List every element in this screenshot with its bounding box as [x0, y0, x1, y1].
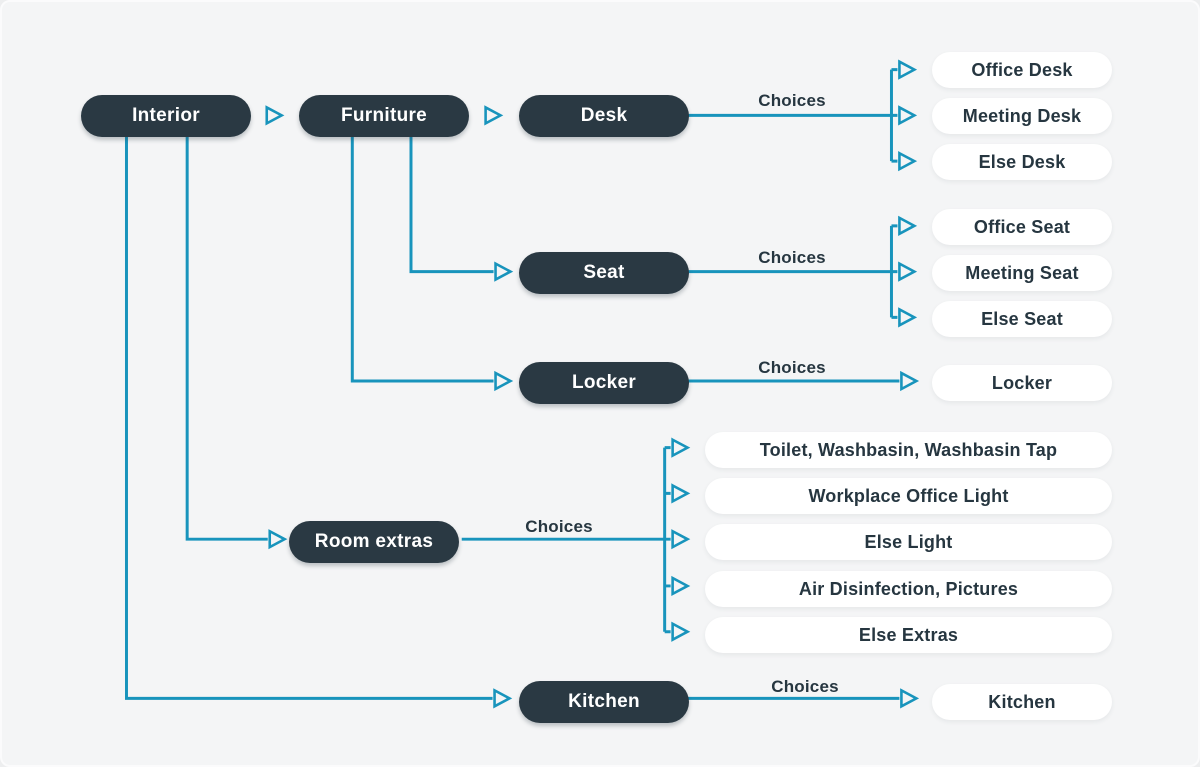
- node-locker: Locker: [519, 362, 689, 404]
- arrow-right-icon: [898, 261, 918, 282]
- choice-pill-office-desk: Office Desk: [932, 52, 1112, 88]
- arrow-right-icon: [265, 105, 285, 126]
- choice-pill-kitchen: Kitchen: [932, 684, 1112, 720]
- choice-pill-meeting-seat: Meeting Seat: [932, 255, 1112, 291]
- connector-interior-kitchen: [124, 135, 493, 700]
- choice-pill-air-disinfection-pictures: Air Disinfection, Pictures: [705, 571, 1112, 607]
- arrow-right-icon: [900, 688, 920, 709]
- node-kitchen: Kitchen: [519, 681, 689, 723]
- arrow-right-icon: [671, 437, 691, 458]
- arrow-right-icon: [898, 307, 918, 328]
- arrow-right-icon: [898, 151, 918, 172]
- arrow-right-icon: [900, 370, 920, 392]
- connector-seat-choices: [686, 224, 898, 319]
- choices-label-kitchen: Choices: [771, 677, 839, 696]
- connector-furniture-seat: [409, 135, 494, 274]
- choices-label-locker: Choices: [758, 358, 826, 377]
- arrow-right-icon: [898, 105, 918, 126]
- arrow-right-icon: [898, 59, 918, 80]
- arrow-right-icon: [268, 529, 288, 550]
- arrow-right-icon: [898, 215, 918, 236]
- connector-interior-room-extras: [185, 135, 268, 541]
- choices-label-desk: Choices: [758, 91, 826, 110]
- choices-label-seat: Choices: [758, 248, 826, 267]
- arrow-right-icon: [671, 483, 691, 504]
- arrow-right-icon: [494, 370, 514, 392]
- arrow-right-icon: [671, 575, 691, 597]
- choice-pill-workplace-office-light: Workplace Office Light: [705, 478, 1112, 514]
- arrow-right-icon: [671, 621, 691, 642]
- choice-pill-else-desk: Else Desk: [932, 144, 1112, 180]
- choice-pill-else-extras: Else Extras: [705, 617, 1112, 653]
- node-seat: Seat: [519, 252, 689, 294]
- node-interior: Interior: [81, 95, 251, 137]
- node-room-extras: Room extras: [289, 521, 459, 563]
- choice-pill-toilet-washbasin: Toilet, Washbasin, Washbasin Tap: [705, 432, 1112, 468]
- connector-desk-choices: [686, 68, 898, 163]
- choice-pill-locker: Locker: [932, 365, 1112, 401]
- choice-pill-meeting-desk: Meeting Desk: [932, 98, 1112, 134]
- arrow-right-icon: [484, 105, 504, 126]
- choice-pill-office-seat: Office Seat: [932, 209, 1112, 245]
- connector-furniture-locker: [350, 135, 494, 383]
- node-desk: Desk: [519, 95, 689, 137]
- arrow-right-icon: [671, 529, 691, 550]
- connector-room-extras-choices: [461, 446, 671, 634]
- choice-pill-else-light: Else Light: [705, 524, 1112, 560]
- node-furniture: Furniture: [299, 95, 469, 137]
- arrow-right-icon: [493, 688, 513, 709]
- arrow-right-icon: [494, 261, 514, 282]
- choices-label-room-extras: Choices: [525, 517, 593, 536]
- choice-pill-else-seat: Else Seat: [932, 301, 1112, 337]
